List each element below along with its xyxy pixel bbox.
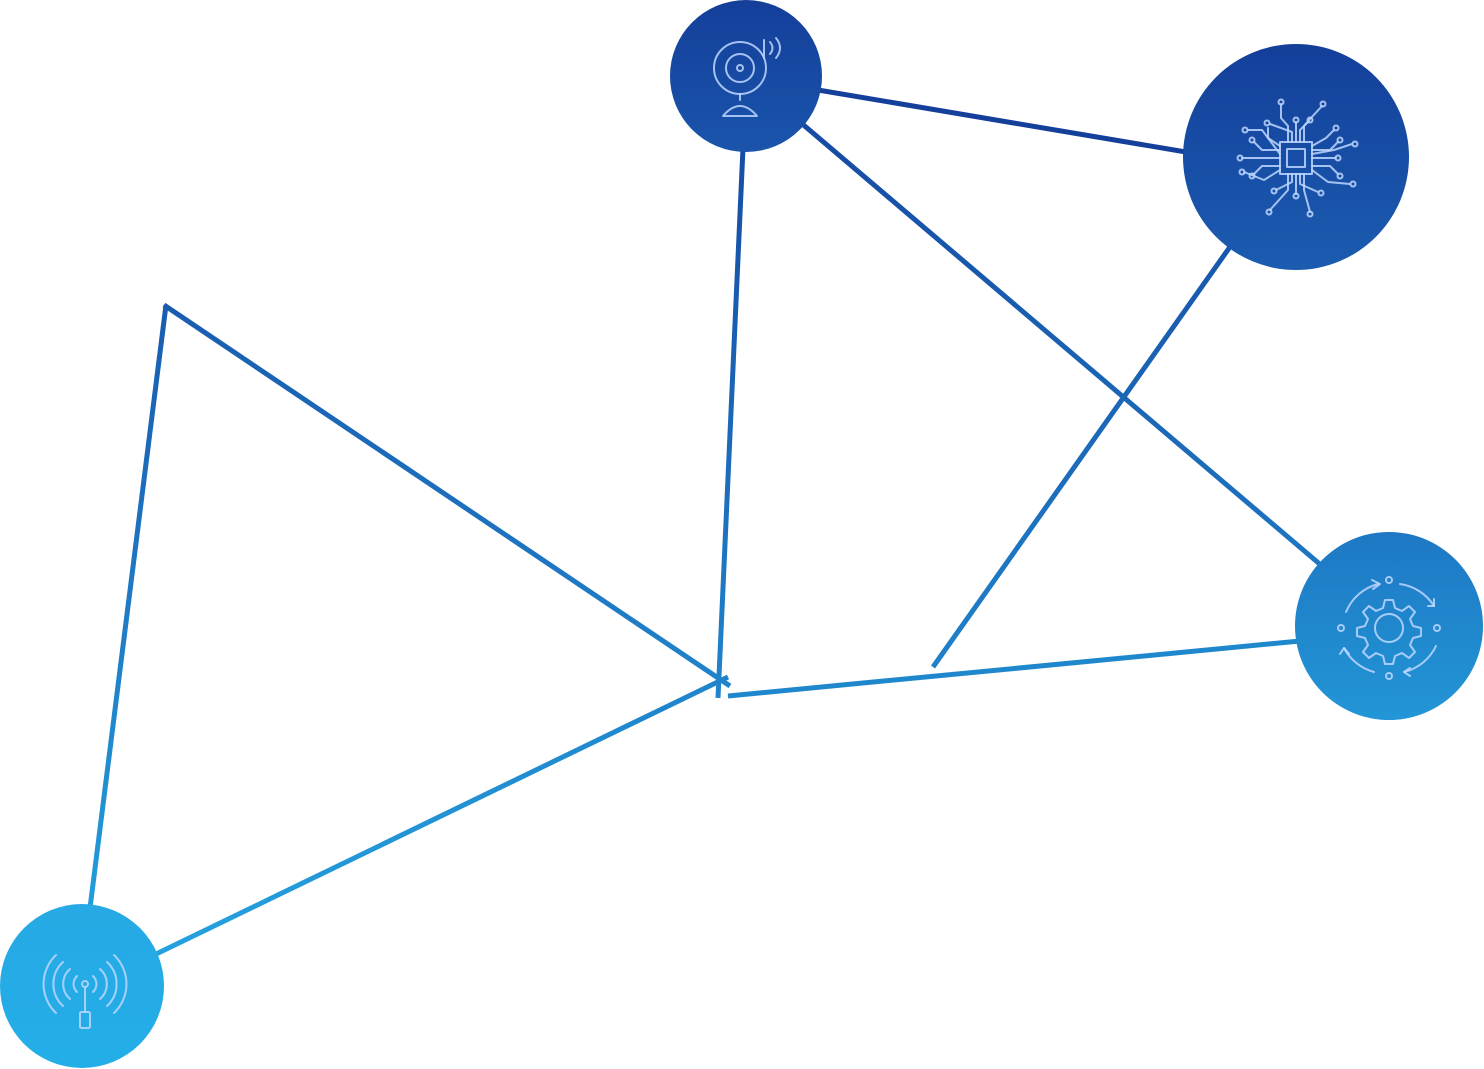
edge-corner-hub (162, 302, 732, 689)
node-chip (1183, 44, 1409, 270)
edge-chip-branch (930, 242, 1235, 669)
edge-camera-gear (798, 120, 1324, 568)
connector-lines (87, 86, 1324, 959)
edge-hub-gear (727, 638, 1301, 699)
node-gear-circle (1295, 532, 1483, 720)
circuit-chip-icon (1236, 98, 1359, 218)
edge-camera-hub (715, 147, 746, 699)
node-gear (1295, 532, 1483, 720)
broadcast-antenna-icon (42, 954, 128, 1029)
node-antenna (0, 904, 164, 1068)
node-camera (670, 0, 822, 152)
edge-hub-antenna (150, 674, 730, 959)
edge-corner-antenna (87, 304, 169, 909)
node-camera-circle (670, 0, 822, 152)
webcam-icon (713, 37, 781, 117)
gear-cycle-icon (1337, 576, 1441, 680)
node-chip-circle (1183, 44, 1409, 270)
edge-camera-chip (811, 86, 1187, 155)
